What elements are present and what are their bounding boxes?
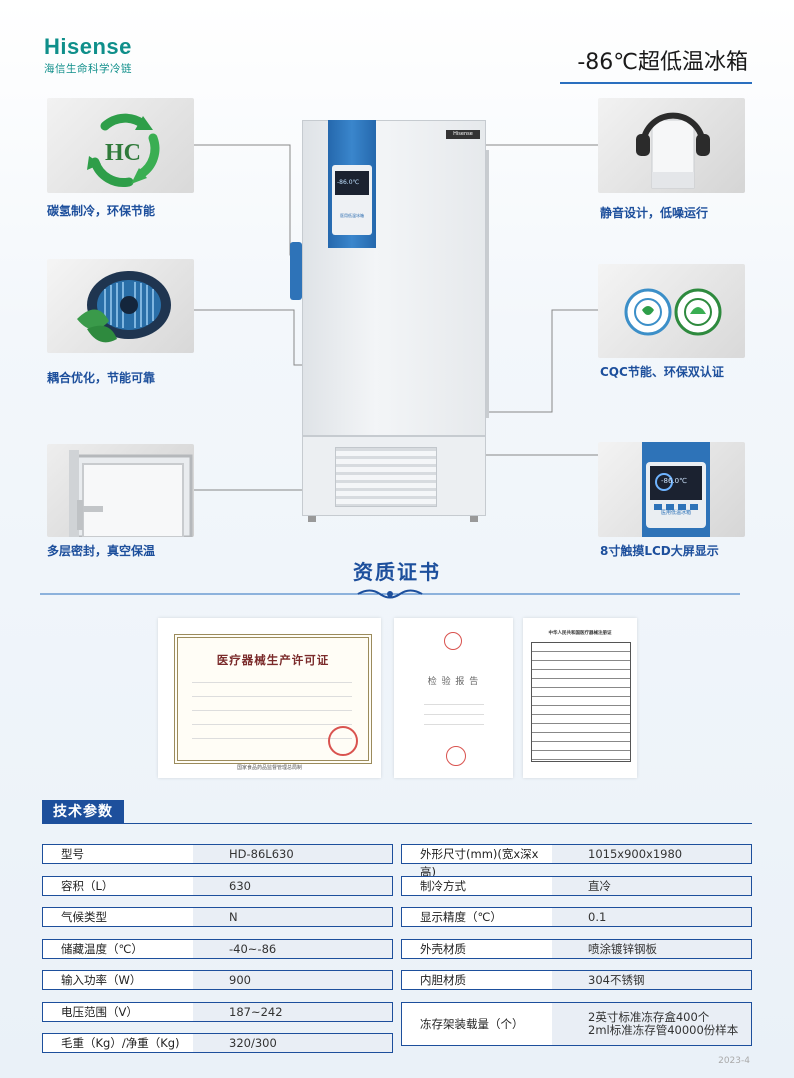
door-handle: [290, 242, 302, 300]
feature-image-seal: [47, 444, 194, 537]
certificate-license: 医疗器械生产许可证 国家食品药品监督管理总局制: [158, 618, 381, 778]
panel-label: 医用低温冰箱: [340, 213, 364, 218]
lcd-label: 医用低温冰箱: [660, 510, 691, 516]
param-value: 900: [193, 971, 392, 989]
param-row: 显示精度（℃）0.1: [401, 907, 752, 927]
certification-logo-icon: [624, 288, 722, 336]
tech-params-rule: [42, 823, 752, 824]
feature-label-seal: 多层密封，真空保温: [47, 544, 156, 558]
certificate-report: 检 验 报 告: [394, 618, 513, 778]
param-value: 喷涂镀锌钢板: [552, 940, 751, 958]
title-ornament: [40, 589, 740, 599]
tech-params-heading: 技术参数: [42, 800, 124, 824]
param-row: 冻存架装载量（个） 2英寸标准冻存盒400个 2ml标准冻存管40000份样本: [401, 1002, 752, 1046]
param-value: HD-86L630: [193, 845, 392, 863]
param-value: 304不锈钢: [552, 971, 751, 989]
red-seal: [328, 726, 358, 756]
param-row: 外壳材质喷涂镀锌钢板: [401, 939, 752, 959]
hc-recycle-icon: HC: [87, 113, 160, 187]
feature-image-fan: [47, 259, 194, 353]
lcd-display-icon: [642, 442, 710, 537]
page-code: 2023-4: [718, 1056, 750, 1066]
lcd-temp-readout: -86.0℃: [661, 477, 687, 485]
param-key: 输入功率（W）: [43, 971, 193, 989]
param-key: 毛重（Kg）/净重（Kg): [43, 1034, 193, 1052]
param-value: 2英寸标准冻存盒400个 2ml标准冻存管40000份样本: [552, 1003, 751, 1045]
panel-brand-badge: Hisense: [446, 130, 480, 139]
caster-left: [308, 516, 316, 522]
freezer-product: -86.0℃ 医用低温冰箱 Hisense: [290, 120, 489, 522]
registration-title: 中华人民共和国医疗器械注册证: [548, 631, 612, 636]
param-key: 外形尺寸(mm)(宽x深x高): [402, 845, 552, 879]
feature-label-fan: 耦合优化，节能可靠: [47, 371, 156, 385]
door-seal-icon: [69, 450, 193, 537]
feature-image-silent: [598, 98, 745, 193]
feature-image-hc: HC: [47, 98, 194, 193]
param-key: 电压范围（V）: [43, 1003, 193, 1021]
report-seal-top: [444, 632, 462, 650]
param-value: 1015x900x1980: [552, 845, 751, 863]
param-value: 直冷: [552, 877, 751, 895]
title-underline: [560, 82, 752, 84]
license-footer: 国家食品药品监督管理总局制: [236, 765, 302, 771]
freezer-base: [302, 436, 486, 516]
param-row: 输入功率（W）900: [42, 970, 393, 990]
param-row: 储藏温度（℃）-40~-86: [42, 939, 393, 959]
param-row: 容积（L）630: [42, 876, 393, 896]
param-key: 气候类型: [43, 908, 193, 926]
brand-wordmark: Hisense: [44, 34, 132, 59]
param-row: 电压范围（V）187~242: [42, 1002, 393, 1022]
feature-label-cqc: CQC节能、环保双认证: [600, 365, 724, 379]
param-value: N: [193, 908, 392, 926]
license-border: 医疗器械生产许可证: [174, 634, 372, 764]
certificate-registration: 中华人民共和国医疗器械注册证: [523, 618, 637, 778]
page-title: -86℃超低温冰箱: [577, 50, 748, 75]
param-row: 毛重（Kg）/净重（Kg)320/300: [42, 1033, 393, 1053]
panel-screen-frame: -86.0℃ 医用低温冰箱: [332, 165, 372, 235]
headphones-icon: [636, 112, 710, 189]
report-title: 检 验 报 告: [427, 677, 480, 687]
feature-image-cqc: [598, 264, 745, 358]
param-key: 容积（L）: [43, 877, 193, 895]
param-value: 187~242: [193, 1003, 392, 1021]
feature-label-lcd: 8寸触摸LCD大屏显示: [600, 544, 719, 558]
param-value: 320/300: [193, 1034, 392, 1052]
feature-label-hc: 碳氢制冷，环保节能: [47, 204, 156, 218]
report-seal-bottom: [446, 746, 466, 766]
brand-subtitle: 海信生命科学冷链: [44, 63, 132, 75]
param-value-line-2: 2ml标准冻存管40000份样本: [588, 1023, 739, 1037]
param-value-line-1: 2英寸标准冻存盒400个: [588, 1010, 710, 1024]
control-panel: -86.0℃ 医用低温冰箱: [328, 120, 376, 248]
param-key: 显示精度（℃）: [402, 908, 552, 926]
feature-label-silent: 静音设计，低噪运行: [600, 206, 709, 220]
param-key: 内胆材质: [402, 971, 552, 989]
panel-temp: -86.0℃: [337, 179, 360, 186]
license-title: 医疗器械生产许可证: [216, 653, 330, 667]
brand-logo: Hisense 海信生命科学冷链: [44, 36, 132, 76]
param-value: 0.1: [552, 908, 751, 926]
param-value: 630: [193, 877, 392, 895]
panel-screen: -86.0℃: [335, 171, 369, 195]
param-key: 外壳材质: [402, 940, 552, 958]
feature-image-lcd: -86.0℃ 医用低温冰箱: [598, 442, 745, 537]
registration-table: [531, 642, 631, 762]
door-hinge: [486, 150, 489, 418]
fan-icon: [77, 271, 171, 343]
param-key: 型号: [43, 845, 193, 863]
param-key: 储藏温度（℃）: [43, 940, 193, 958]
svg-text:HC: HC: [105, 140, 141, 166]
caster-right: [470, 516, 478, 522]
param-key: 冻存架装载量（个）: [402, 1003, 552, 1045]
certificates-title: 资质证书: [353, 560, 441, 584]
param-row: 外形尺寸(mm)(宽x深x高)1015x900x1980: [401, 844, 752, 879]
vent-grille: [335, 447, 437, 507]
param-key: 制冷方式: [402, 877, 552, 895]
param-value: -40~-86: [193, 940, 392, 958]
param-row: 制冷方式直冷: [401, 876, 752, 896]
